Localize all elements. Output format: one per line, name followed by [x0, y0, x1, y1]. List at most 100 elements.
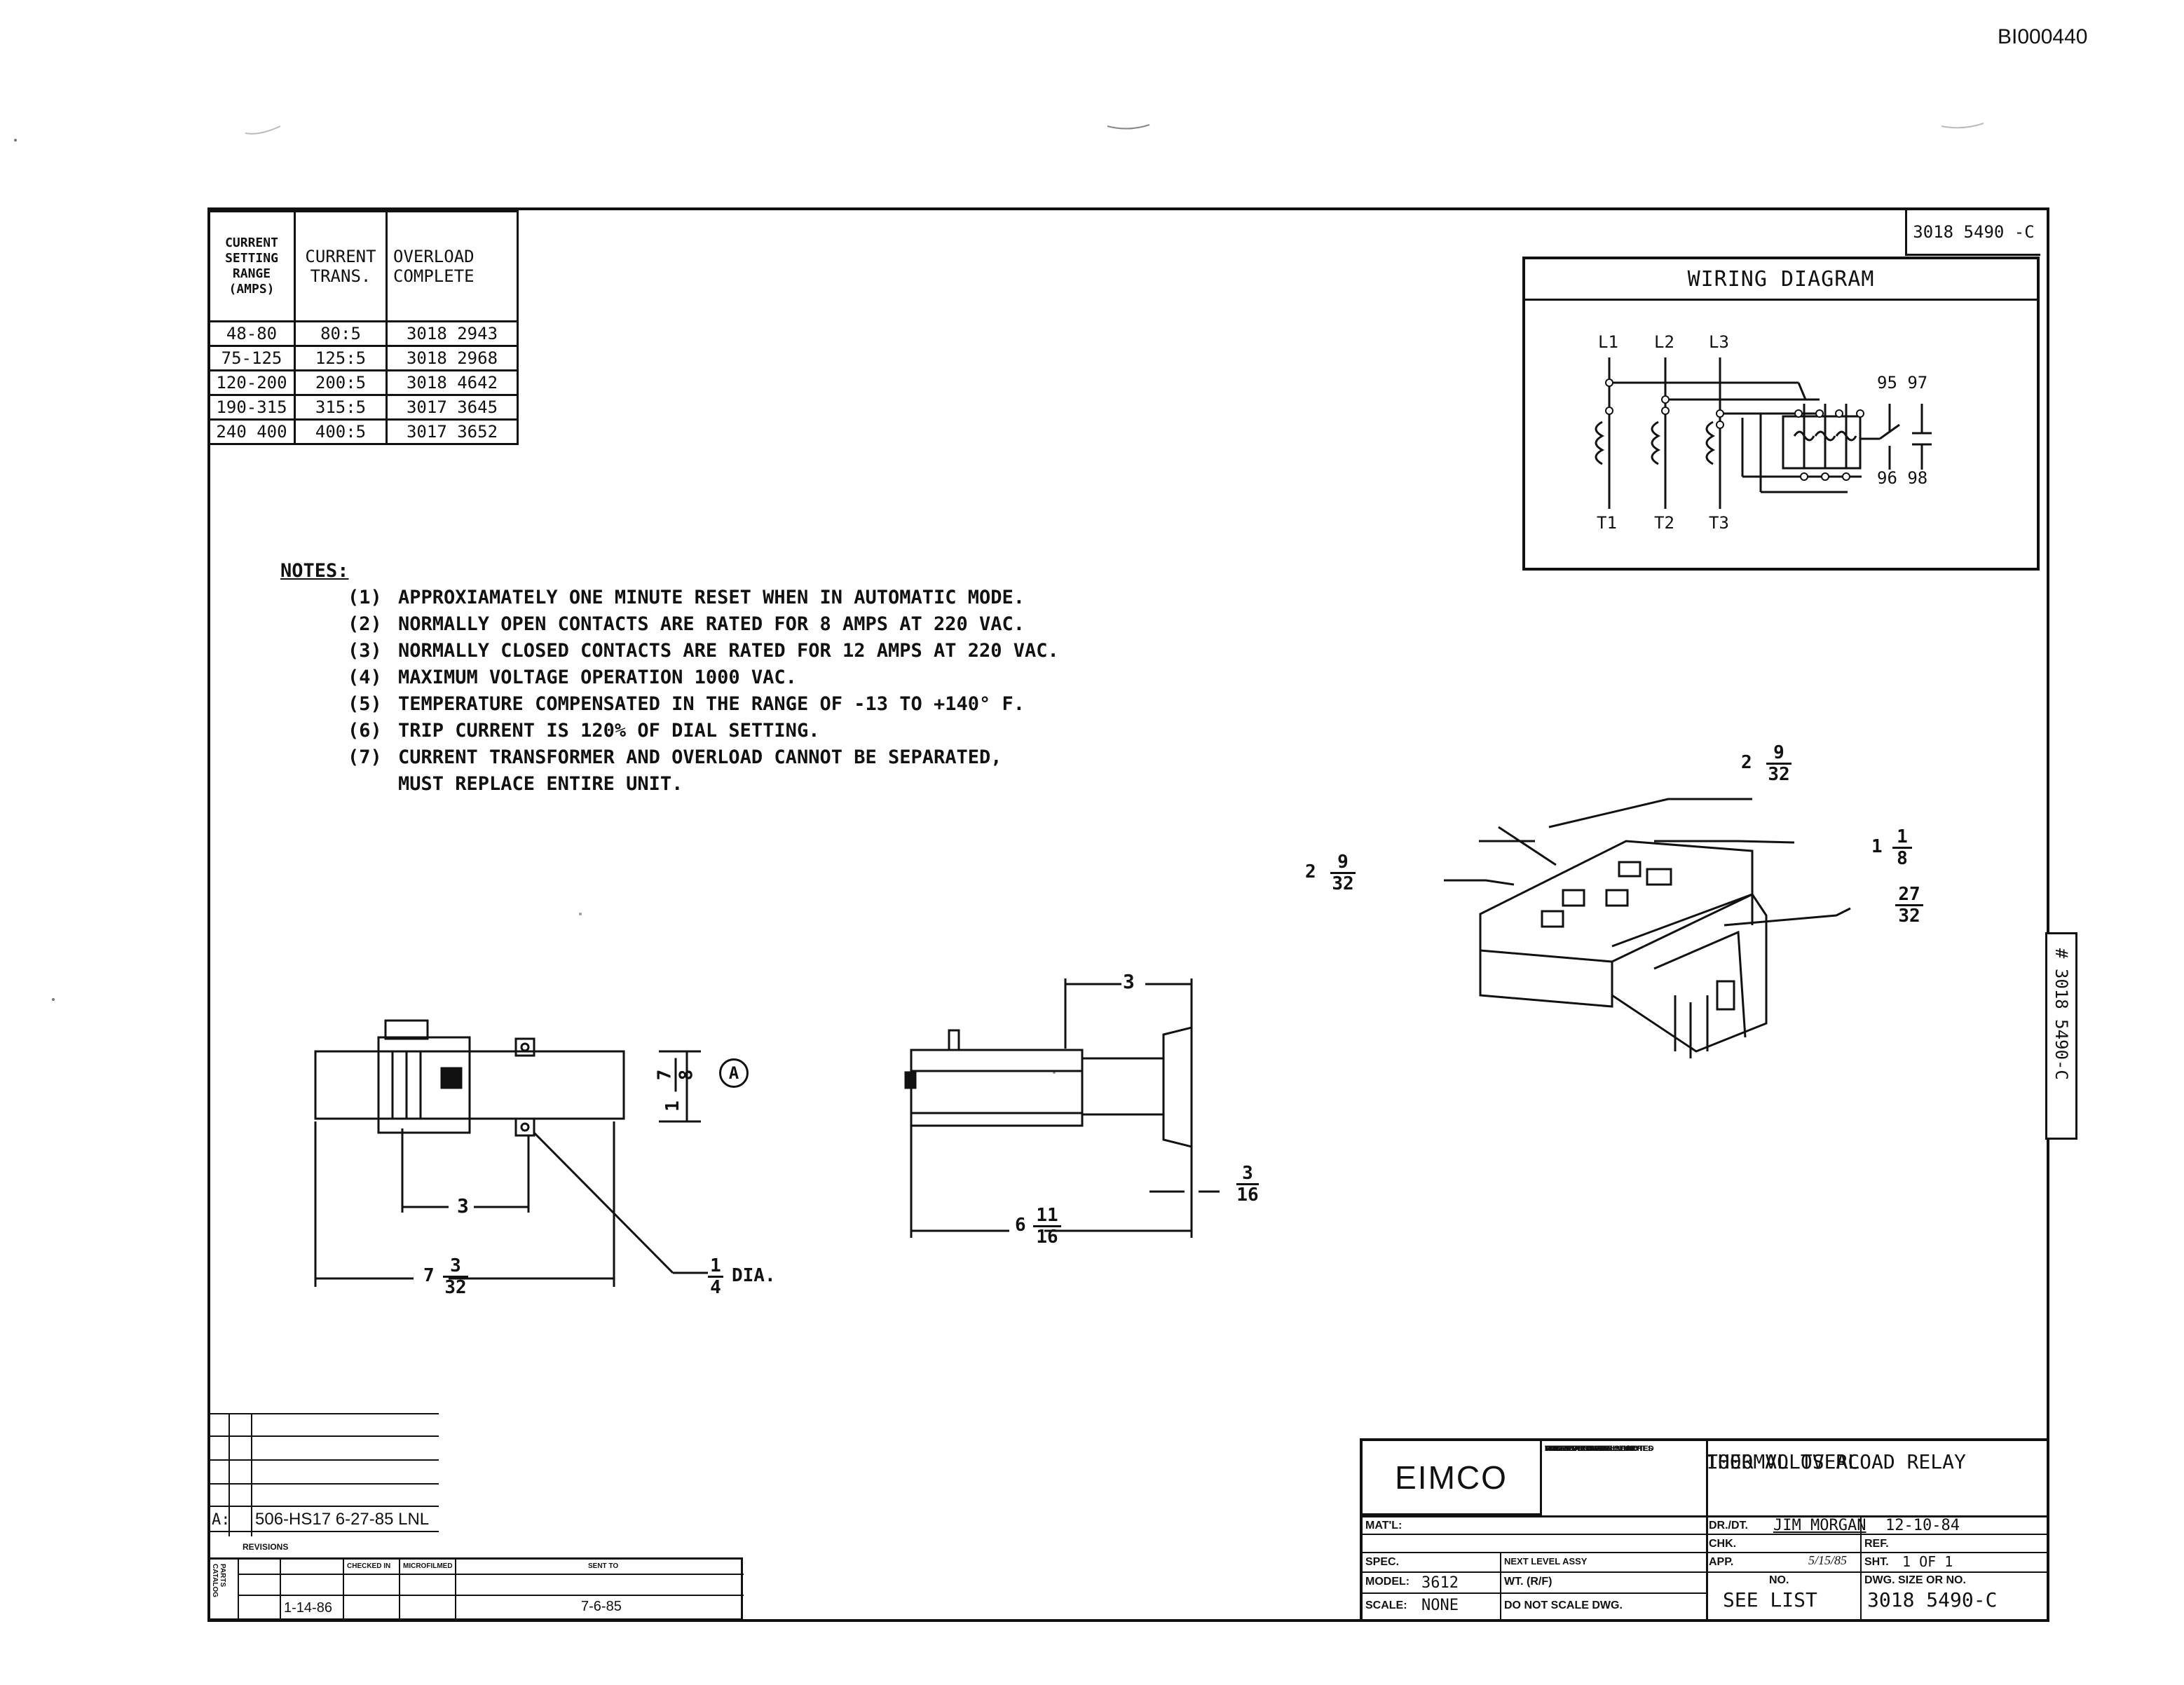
dwg-number-value: 3018 5490-C [1867, 1588, 1998, 1611]
dim-side-flange: 3 16 [1236, 1164, 1259, 1205]
revision-letter: A: [212, 1511, 231, 1529]
notes-list: (1)APPROXIAMATELY ONE MINUTE RESET WHEN … [280, 585, 1059, 798]
table-cell: 75-125 [207, 345, 296, 371]
table-cell: 120-200 [207, 369, 296, 396]
tolerance-line: MACH. DECIMALS ±.005" [1545, 1445, 1638, 1453]
title-block: EIMCO UNLESS OTHERWISE NOTED DIMENSIONS … [1360, 1438, 2049, 1622]
drawn-label: DR./DT. [1709, 1520, 1748, 1531]
dim-numerator: 1 [1897, 826, 1908, 847]
table-cell: 315:5 [294, 394, 388, 421]
note-text: TRIP CURRENT IS 120% OF DIAL SETTING. [398, 720, 820, 742]
dim-denominator: 4 [708, 1276, 723, 1297]
company-logo: EIMCO [1363, 1441, 1542, 1515]
note-item: (2) NORMALLY OPEN CONTACTS ARE RATED FOR … [348, 611, 1059, 638]
note-item: (7)CURRENT TRANSFORMER AND OVERLOAD CANN… [348, 744, 1059, 771]
spec-label: SPEC. [1365, 1556, 1400, 1568]
note-continuation: MUST REPLACE ENTIRE UNIT. [348, 771, 1059, 798]
approval-value: 5/15/85 [1808, 1553, 1848, 1567]
drawing-number-box: 3018 5490 -C [1905, 210, 2040, 256]
model-label: MODEL: [1365, 1576, 1410, 1588]
note-item: (3)NORMALLY CLOSED CONTACTS ARE RATED FO… [348, 638, 1059, 664]
drawn-value: JIM MORGAN [1773, 1517, 1866, 1534]
note-text: MUST REPLACE ENTIRE UNIT. [398, 773, 683, 795]
note-number: (4) [348, 667, 382, 688]
dim-denominator: 32 [1766, 763, 1791, 784]
dim-numerator: 3 [1242, 1163, 1253, 1184]
line-label-l3: L3 [1709, 332, 1729, 352]
table-cell: 48-80 [207, 320, 296, 347]
note-text: TEMPERATURE COMPENSATED IN THE RANGE OF … [398, 693, 1025, 715]
wiring-schematic [1595, 357, 1932, 509]
microfilmed-label: MICROFILMED [403, 1562, 453, 1570]
next-level-label: NEXT LEVEL ASSY [1504, 1556, 1588, 1567]
table-cell: 3017 3652 [385, 418, 519, 445]
revision-block: A: 506-HS17 6-27-85 LNL REVISIONS PARTS … [207, 1395, 747, 1622]
dim-denominator: 8 [674, 1058, 697, 1092]
isometric-view-drawing [1444, 798, 1851, 1058]
contact-label-top: 95 97 [1877, 373, 1928, 393]
check-label: CHK. [1709, 1538, 1737, 1550]
dim-numerator: 9 [1337, 852, 1349, 873]
sheet-label: SHT. [1864, 1556, 1889, 1568]
note-number: (5) [348, 693, 382, 715]
number-value: SEE LIST [1723, 1588, 1817, 1611]
scale-label: SCALE: [1365, 1599, 1407, 1611]
side-number: # 3018 5490-C [2052, 948, 2071, 1080]
sheet-value: 1 OF 1 [1902, 1553, 1953, 1570]
drawing-number: 3018 5490 -C [1913, 222, 2035, 242]
contact-label-bottom: 96 98 [1877, 468, 1928, 488]
side-view-drawing [904, 978, 1220, 1238]
note-text: APPROXIAMATELY ONE MINUTE RESET WHEN IN … [398, 587, 1025, 608]
header-overload-complete: OVERLOAD COMPLETE [385, 210, 519, 322]
table-cell: 80:5 [294, 320, 388, 347]
terminal-label-t3: T3 [1709, 513, 1729, 533]
note-text: CURRENT TRANSFORMER AND OVERLOAD CANNOT … [398, 746, 1002, 768]
revision-entry: 506-HS17 6-27-85 LNL [255, 1510, 430, 1529]
line-label-l1: L1 [1598, 332, 1618, 352]
dim-whole: 1 [662, 1100, 683, 1112]
drawing-title: THERMAL OVERLOAD RELAY 1000 VOLTS AC [1706, 1441, 2049, 1511]
tolerance-line: UNLESS OTHERWISE NOTED [1545, 1445, 1654, 1453]
sent-to-label: SENT TO [588, 1562, 619, 1570]
title-line: THERMAL OVERLOAD RELAY [1706, 1450, 1966, 1473]
dim-denominator: 16 [1236, 1183, 1259, 1206]
selection-table: CURRENT SETTING RANGE (AMPS) CURRENT TRA… [207, 210, 519, 445]
table-cell: 3018 2943 [385, 320, 519, 347]
document-id: BI000440 [1998, 25, 2088, 48]
dim-denominator: 16 [1033, 1225, 1061, 1247]
do-not-scale-label: DO NOT SCALE DWG. [1504, 1599, 1623, 1611]
table-cell: 190-315 [207, 394, 296, 421]
tolerance-line: ANGLES ±30 MIN. [1545, 1445, 1611, 1453]
tolerance-line: FABRICATION TOL. ±1/16" [1545, 1445, 1642, 1453]
dim-whole: 2 [1305, 861, 1316, 882]
tolerance-line: DIMENSIONS ARE IN INCHES [1545, 1445, 1653, 1453]
weight-label: WT. (R/F) [1504, 1576, 1552, 1588]
table-cell: 3018 2968 [385, 345, 519, 371]
header-current-setting-range: CURRENT SETTING RANGE (AMPS) [207, 210, 296, 322]
dim-numerator: 9 [1773, 742, 1784, 763]
dim-front-spacing: 3 [457, 1194, 469, 1217]
table-cell: 125:5 [294, 345, 388, 371]
dim-whole: 7 [423, 1265, 435, 1286]
dim-numerator: 7 [654, 1069, 676, 1081]
note-number: (2) [348, 613, 382, 635]
note-item: (1)APPROXIAMATELY ONE MINUTE RESET WHEN … [348, 585, 1059, 611]
table-cell: 3018 4642 [385, 369, 519, 396]
dim-side-width: 3 [1123, 970, 1135, 993]
note-number: (3) [348, 640, 382, 662]
note-text: NORMALLY OPEN CONTACTS ARE RATED FOR 8 A… [398, 613, 1025, 635]
notes-heading: NOTES: [280, 560, 349, 582]
note-item: (4) MAXIMUM VOLTAGE OPERATION 1000 VAC. [348, 664, 1059, 691]
line-label-l2: L2 [1654, 332, 1674, 352]
header-current-trans: CURRENT TRANS. [294, 210, 388, 322]
note-text: MAXIMUM VOLTAGE OPERATION 1000 VAC. [398, 667, 797, 688]
drawing-border [207, 207, 2049, 1622]
dim-whole: 2 [1741, 752, 1752, 773]
matl-label: MAT'L: [1365, 1520, 1402, 1531]
ref-label: REF. [1864, 1538, 1889, 1550]
wiring-diagram: WIRING DIAGRAM L1 L2 L3 T1 T2 T3 95 97 9… [1522, 257, 2040, 571]
